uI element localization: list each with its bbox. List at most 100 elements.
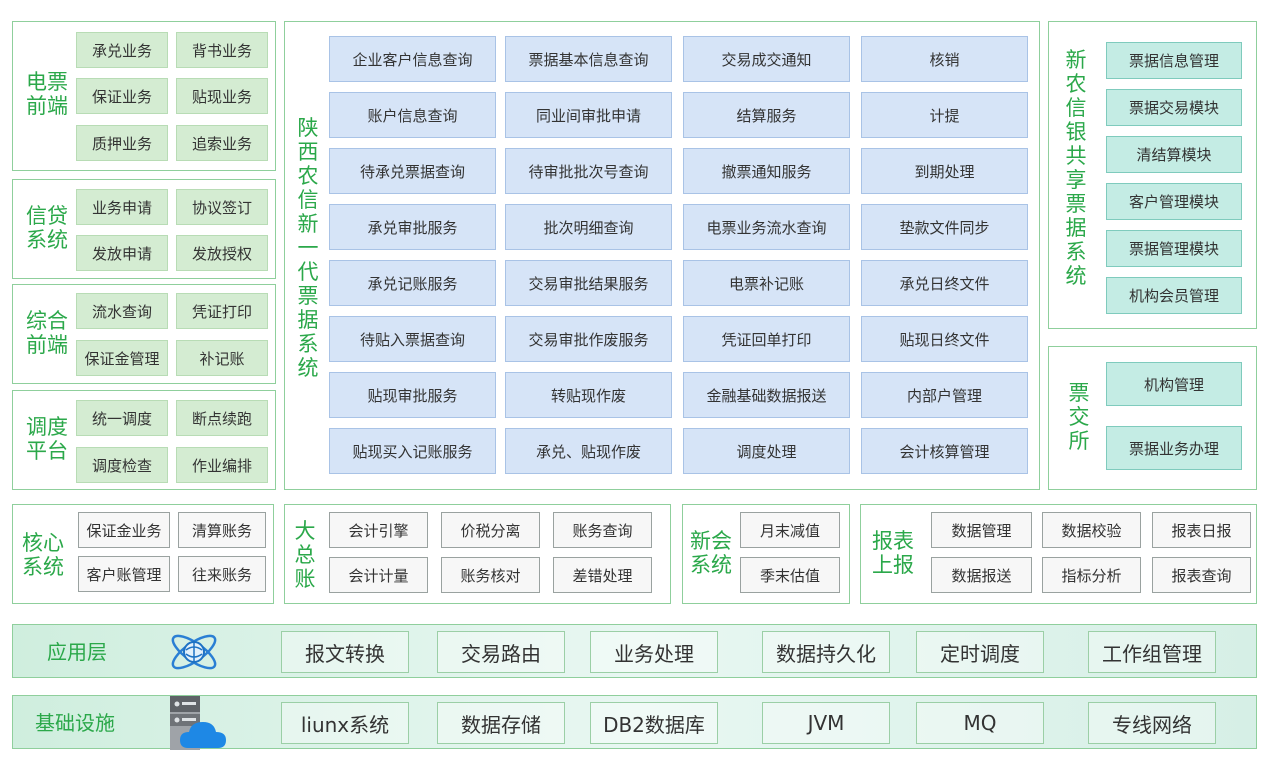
application-layer-item: 业务处理 <box>590 631 718 673</box>
report-item: 数据报送 <box>931 557 1032 593</box>
e-ticket-item: 质押业务 <box>76 125 168 161</box>
core-item: 往来账务 <box>178 556 266 592</box>
integrated-item: 保证金管理 <box>76 340 168 376</box>
main-system-item: 待贴入票据查询 <box>329 316 496 362</box>
integrated-item: 凭证打印 <box>176 293 268 329</box>
new-accounting-item: 季末估值 <box>740 557 840 593</box>
main-system-item: 待承兑票据查询 <box>329 148 496 194</box>
exchange-panel: 票交所 机构管理 票据业务办理 <box>1048 346 1257 490</box>
ledger-item: 账务核对 <box>441 557 540 593</box>
credit-item: 发放授权 <box>176 235 268 271</box>
report-title: 报表上报 <box>872 529 914 577</box>
core-item: 清算账务 <box>178 512 266 548</box>
dispatch-item: 调度检查 <box>76 447 168 483</box>
main-system-item: 交易成交通知 <box>683 36 850 82</box>
main-system-item: 贴现日终文件 <box>861 316 1028 362</box>
integrated-frontend-title: 综合前端 <box>26 309 68 357</box>
main-system-item: 转贴现作废 <box>505 372 672 418</box>
exchange-item: 机构管理 <box>1106 362 1242 406</box>
dispatch-item: 统一调度 <box>76 400 168 436</box>
core-system-title: 核心系统 <box>22 531 64 579</box>
ledger-item: 差错处理 <box>553 557 652 593</box>
core-item: 保证金业务 <box>78 512 170 548</box>
main-system-item: 会计核算管理 <box>861 428 1028 474</box>
ledger-item: 会计引擎 <box>329 512 428 548</box>
main-system-title: 陕西农信新一代票据系统 <box>297 116 319 380</box>
main-system-item: 核销 <box>861 36 1028 82</box>
atom-network-icon <box>171 634 217 670</box>
application-layer-item: 数据持久化 <box>762 631 890 673</box>
shared-ticket-item: 机构会员管理 <box>1106 277 1242 314</box>
main-system-item: 同业间审批申请 <box>505 92 672 138</box>
credit-system-panel: 信贷系统 业务申请 协议签订 发放申请 发放授权 <box>12 179 276 279</box>
main-system-panel: 陕西农信新一代票据系统 企业客户信息查询票据基本信息查询交易成交通知核销账户信息… <box>284 21 1040 490</box>
e-ticket-item: 承兑业务 <box>76 32 168 68</box>
main-system-item: 内部户管理 <box>861 372 1028 418</box>
shared-ticket-item: 票据管理模块 <box>1106 230 1242 267</box>
main-system-item: 电票业务流水查询 <box>683 204 850 250</box>
credit-item: 发放申请 <box>76 235 168 271</box>
application-layer-item: 定时调度 <box>916 631 1044 673</box>
ledger-item: 会计计量 <box>329 557 428 593</box>
report-panel: 报表上报 数据管理 数据校验 报表日报 数据报送 指标分析 报表查询 <box>860 504 1257 604</box>
ledger-item: 价税分离 <box>441 512 540 548</box>
e-ticket-frontend-panel: 电票前端 承兑业务 背书业务 保证业务 贴现业务 质押业务 追索业务 <box>12 21 276 171</box>
e-ticket-item: 贴现业务 <box>176 78 268 114</box>
new-accounting-item: 月末减值 <box>740 512 840 548</box>
main-system-item: 账户信息查询 <box>329 92 496 138</box>
main-system-item: 交易审批结果服务 <box>505 260 672 306</box>
e-ticket-item: 背书业务 <box>176 32 268 68</box>
main-system-item: 电票补记账 <box>683 260 850 306</box>
infrastructure-item: DB2数据库 <box>590 702 718 744</box>
infrastructure-item: MQ <box>916 702 1044 744</box>
e-ticket-item: 保证业务 <box>76 78 168 114</box>
main-system-item: 批次明细查询 <box>505 204 672 250</box>
new-accounting-title: 新会系统 <box>690 529 732 577</box>
main-system-item: 贴现买入记账服务 <box>329 428 496 474</box>
main-system-item: 承兑记账服务 <box>329 260 496 306</box>
dispatch-item: 断点续跑 <box>176 400 268 436</box>
main-system-item: 撤票通知服务 <box>683 148 850 194</box>
main-system-item: 承兑、贴现作废 <box>505 428 672 474</box>
shared-ticket-system-title: 新农信银共享票据系统 <box>1065 48 1087 288</box>
report-item: 报表查询 <box>1152 557 1251 593</box>
report-item: 报表日报 <box>1152 512 1251 548</box>
infrastructure-title: 基础设施 <box>35 711 115 735</box>
main-system-item: 结算服务 <box>683 92 850 138</box>
infrastructure-item: 专线网络 <box>1088 702 1216 744</box>
integrated-frontend-panel: 综合前端 流水查询 凭证打印 保证金管理 补记账 <box>12 284 276 384</box>
integrated-item: 补记账 <box>176 340 268 376</box>
infrastructure-item: 数据存储 <box>437 702 565 744</box>
shared-ticket-system-panel: 新农信银共享票据系统 票据信息管理票据交易模块清结算模块客户管理模块票据管理模块… <box>1048 21 1257 329</box>
application-layer-item: 报文转换 <box>281 631 409 673</box>
main-system-item: 到期处理 <box>861 148 1028 194</box>
credit-system-title: 信贷系统 <box>26 204 68 252</box>
credit-item: 协议签订 <box>176 189 268 225</box>
application-layer-item: 工作组管理 <box>1088 631 1216 673</box>
report-item: 数据校验 <box>1042 512 1141 548</box>
main-system-item: 计提 <box>861 92 1028 138</box>
dispatch-item: 作业编排 <box>176 447 268 483</box>
infrastructure-item: JVM <box>762 702 890 744</box>
core-system-panel: 核心系统 保证金业务 清算账务 客户账管理 往来账务 <box>12 504 274 604</box>
application-layer-band: 应用层 报文转换交易路由业务处理数据持久化定时调度工作组管理 <box>12 624 1257 678</box>
main-system-item: 企业客户信息查询 <box>329 36 496 82</box>
integrated-item: 流水查询 <box>76 293 168 329</box>
report-item: 数据管理 <box>931 512 1032 548</box>
shared-ticket-item: 票据信息管理 <box>1106 42 1242 79</box>
general-ledger-panel: 大总账 会计引擎 价税分离 账务查询 会计计量 账务核对 差错处理 <box>284 504 671 604</box>
credit-item: 业务申请 <box>76 189 168 225</box>
main-system-item: 待审批批次号查询 <box>505 148 672 194</box>
main-system-item: 凭证回单打印 <box>683 316 850 362</box>
general-ledger-title: 大总账 <box>294 519 316 591</box>
main-system-item: 票据基本信息查询 <box>505 36 672 82</box>
e-ticket-frontend-title: 电票前端 <box>26 70 68 118</box>
main-system-item: 调度处理 <box>683 428 850 474</box>
shared-ticket-item: 客户管理模块 <box>1106 183 1242 220</box>
main-system-item: 贴现审批服务 <box>329 372 496 418</box>
shared-ticket-item: 票据交易模块 <box>1106 89 1242 126</box>
application-layer-title: 应用层 <box>47 640 107 664</box>
e-ticket-item: 追索业务 <box>176 125 268 161</box>
